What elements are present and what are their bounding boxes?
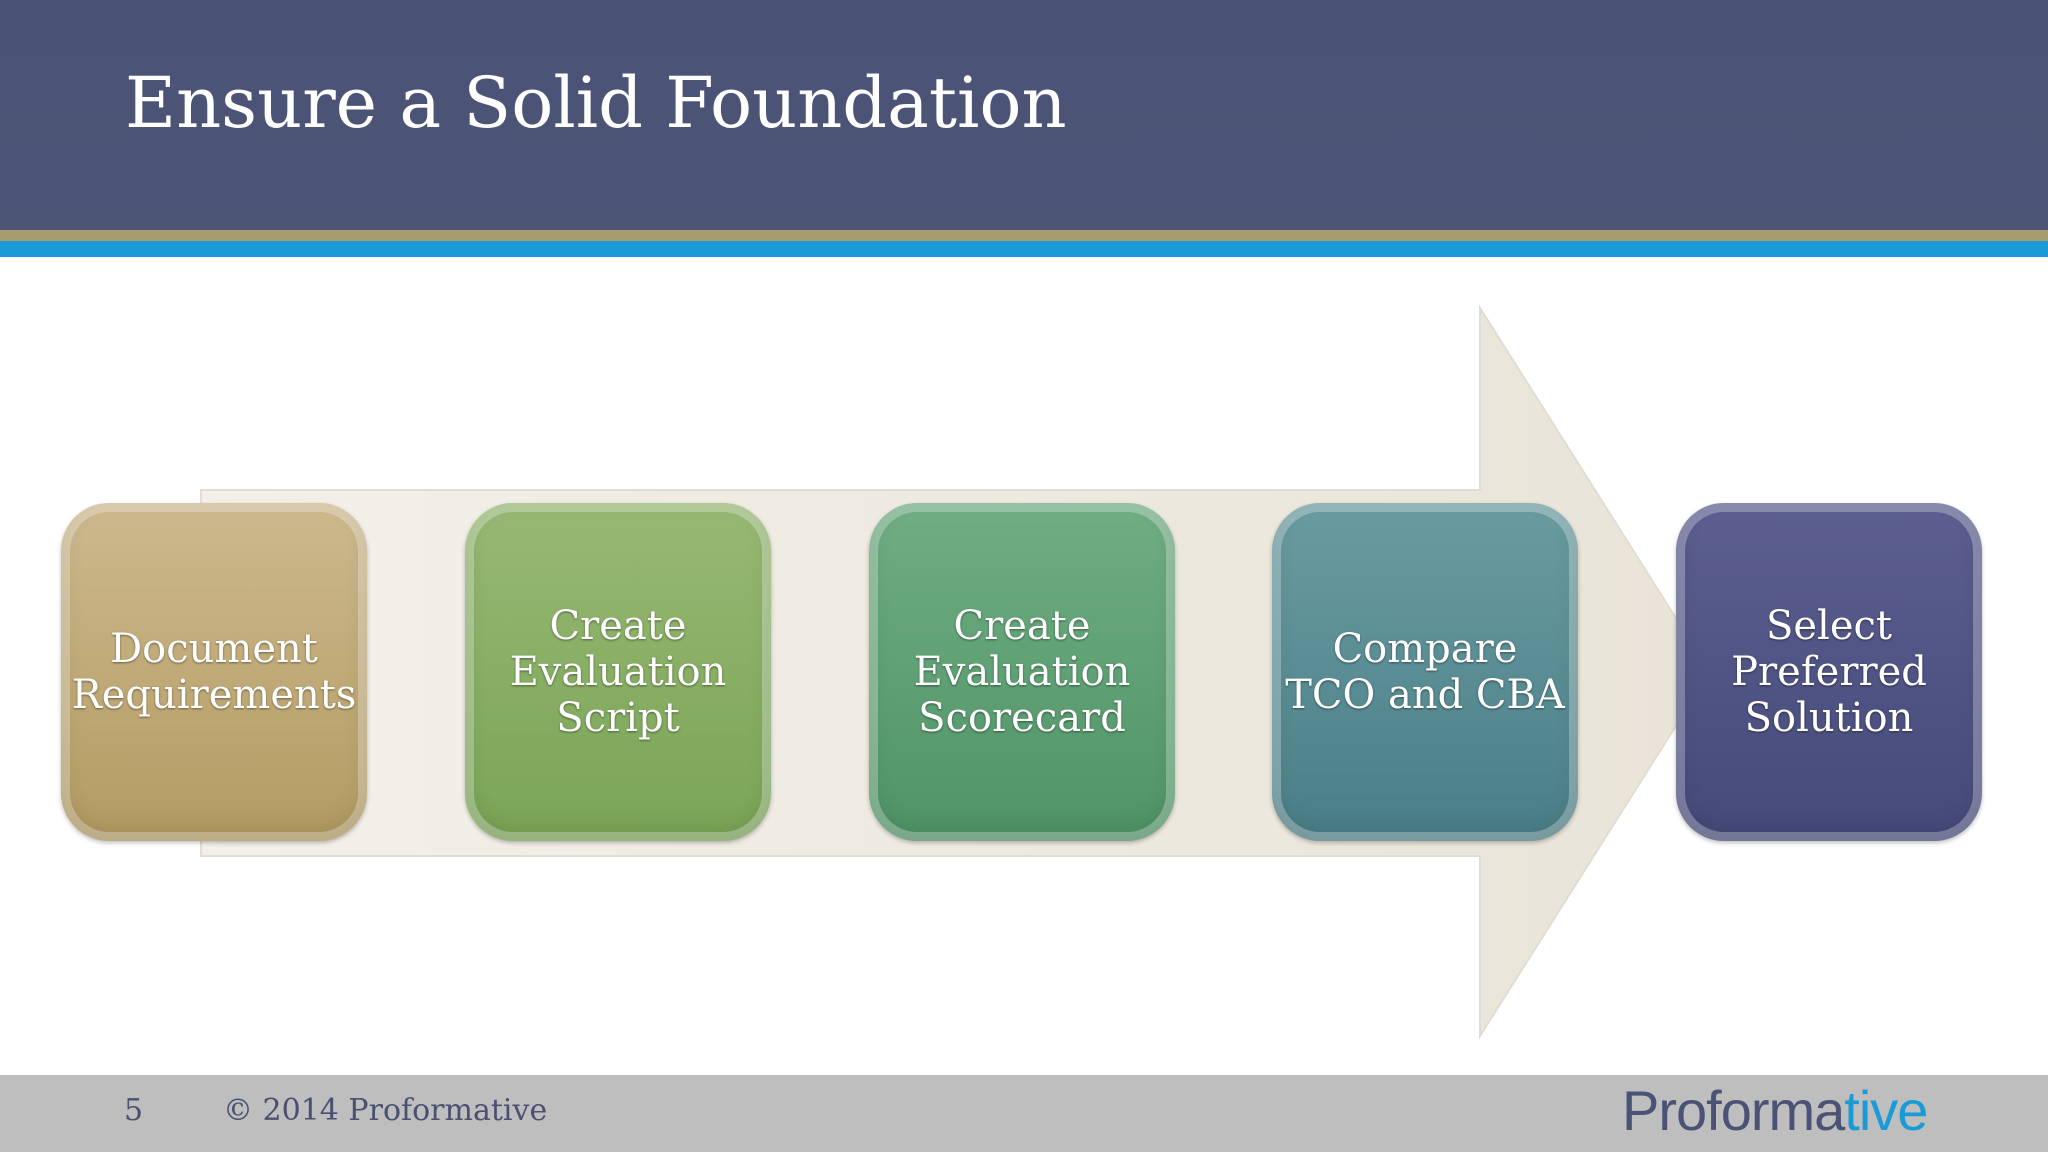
header-gold-rule — [0, 230, 2048, 241]
step-label: Document Requirements — [71, 626, 357, 718]
step-compare-tco-cba: Compare TCO and CBA — [1272, 503, 1578, 841]
step-create-evaluation-scorecard: Create Evaluation Scorecard — [869, 503, 1175, 841]
step-select-preferred-solution: Select Preferred Solution — [1676, 503, 1982, 841]
slide-footer — [0, 1075, 2048, 1152]
page-number: 5 — [124, 1093, 144, 1128]
proformative-logo: Proformative — [1622, 1079, 1928, 1142]
copyright-text: © 2014 Proformative — [223, 1093, 548, 1128]
step-document-requirements: Document Requirements — [61, 503, 367, 841]
step-label: Create Evaluation Script — [509, 603, 727, 741]
step-label: Create Evaluation Scorecard — [913, 603, 1131, 741]
header-blue-rule — [0, 241, 2048, 257]
slide-header: Ensure a Solid Foundation — [0, 0, 2048, 230]
step-label: Select Preferred Solution — [1731, 603, 1927, 741]
step-create-evaluation-script: Create Evaluation Script — [465, 503, 771, 841]
step-label: Compare TCO and CBA — [1285, 626, 1565, 718]
slide-title: Ensure a Solid Foundation — [125, 62, 1067, 144]
